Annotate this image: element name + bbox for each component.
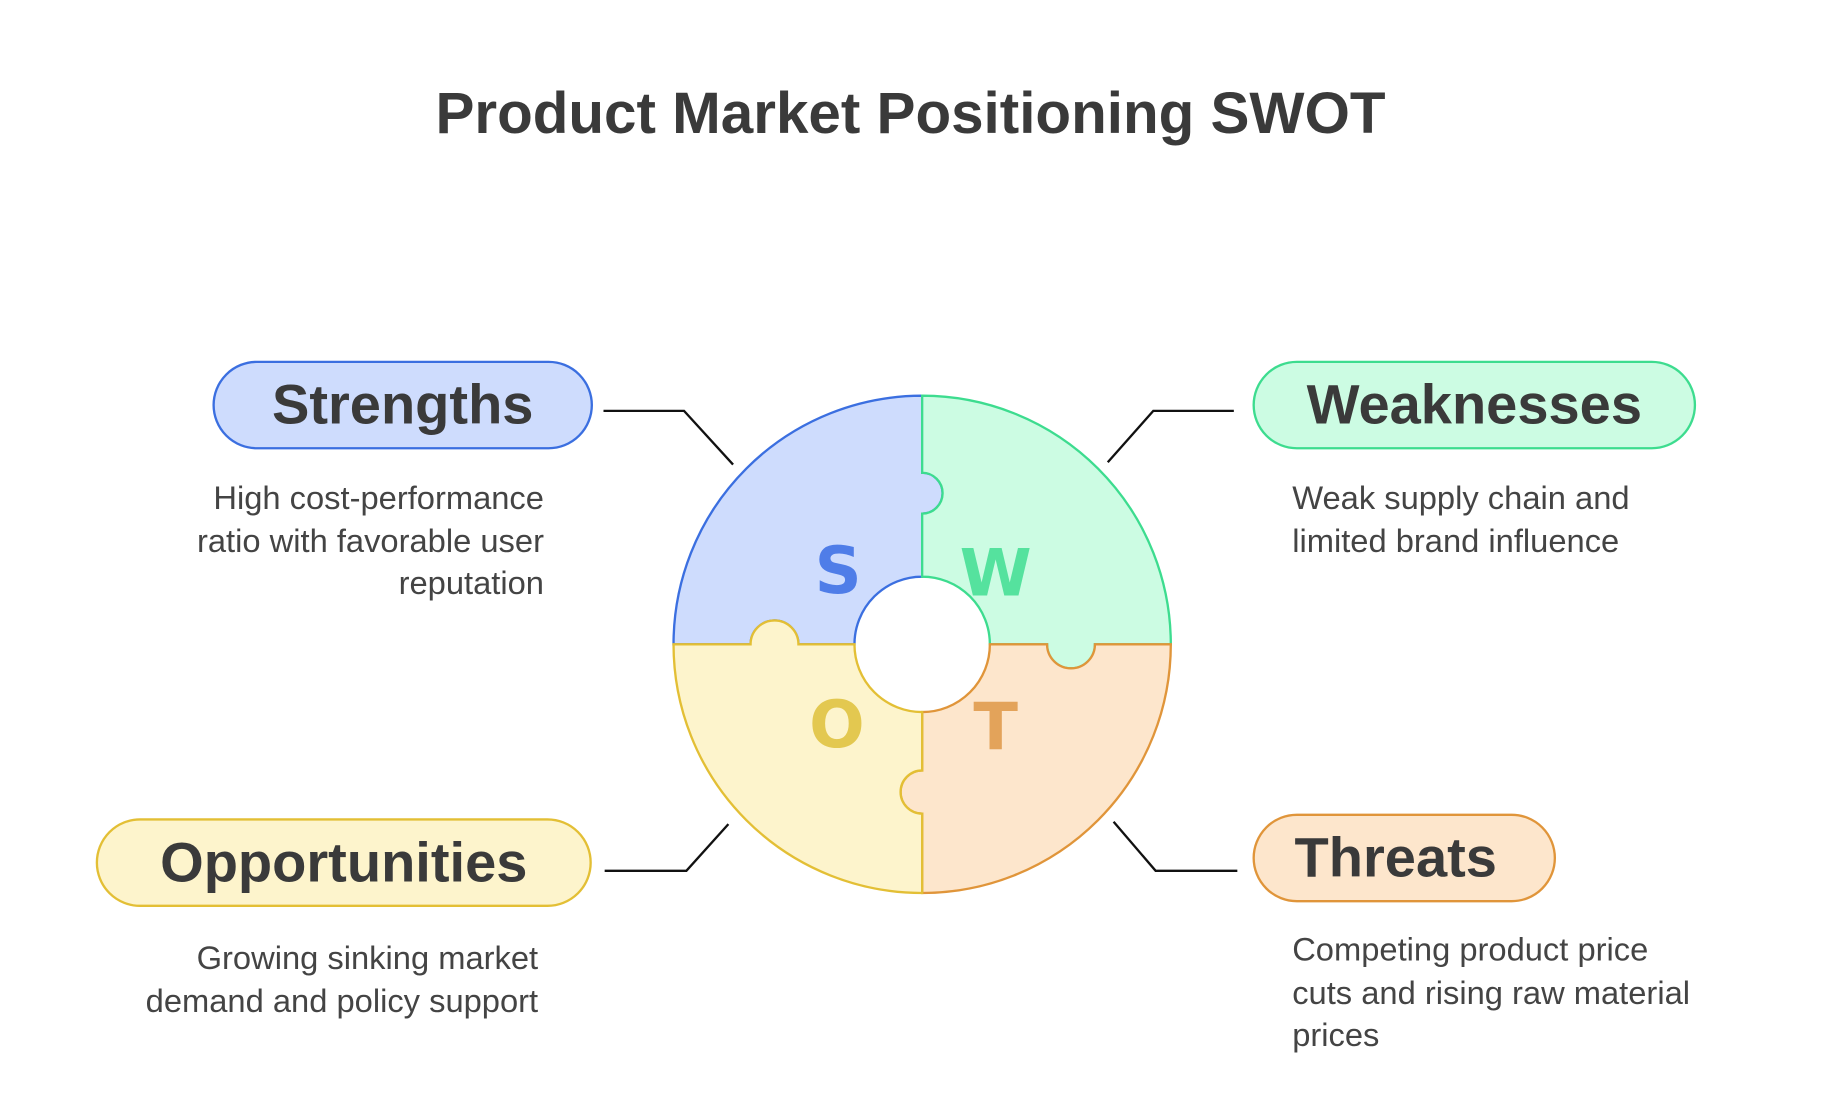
connector-threats (1112, 821, 1238, 872)
strengths-description: High cost-performance ratio with favorab… (196, 479, 544, 602)
opportunities-quadrant (672, 619, 924, 895)
threats-description: Competing product price cuts and rising … (1292, 931, 1691, 1053)
opportunities-label: Opportunities (95, 818, 592, 907)
strengths-label: Strengths (212, 360, 593, 450)
weaknesses-label: Weaknesses (1252, 360, 1697, 450)
opportunities-description: Growing sinking market demand and policy… (145, 939, 539, 1019)
letter-s: S (815, 533, 862, 609)
letter-t: T (973, 689, 1018, 765)
weaknesses-quadrant (920, 394, 1172, 670)
connector-weaknesses (1106, 409, 1234, 464)
connector-strengths (603, 409, 734, 466)
letter-o: O (809, 687, 865, 763)
strengths-quadrant (672, 394, 944, 646)
threats-label: Threats (1252, 813, 1557, 903)
weaknesses-description: Weak supply chain and limited brand infl… (1292, 479, 1630, 559)
threats-quadrant (899, 643, 1172, 895)
page-title: Product Market Positioning SWOT (435, 80, 1386, 146)
connector-opportunities (604, 823, 730, 872)
letter-w: W (960, 535, 1032, 611)
